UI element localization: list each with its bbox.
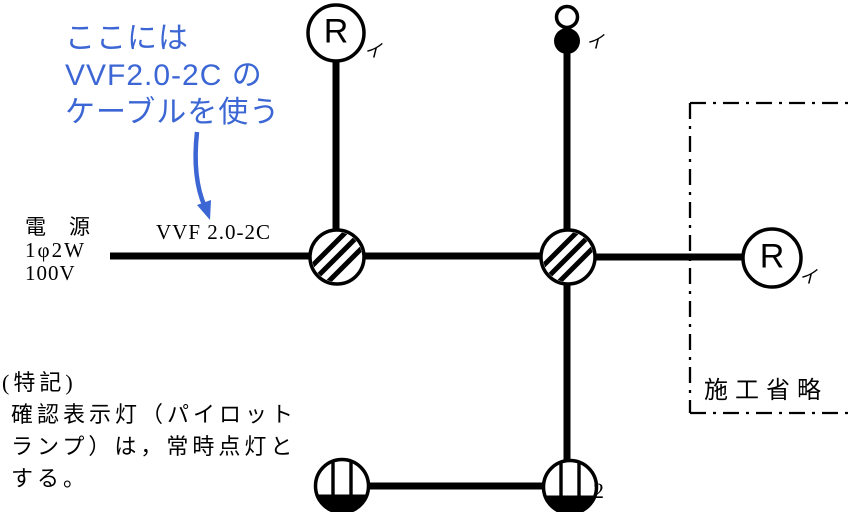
outlet-bottom-left-symbol <box>313 457 371 512</box>
lamp-receptacle-right-circle <box>741 227 803 289</box>
note-line-3: ケーブルを使う <box>65 96 281 129</box>
annotation-arrowhead <box>197 200 211 220</box>
power-phase-label: 1φ2W <box>25 238 86 262</box>
special-notes-line-3: する。 <box>11 466 90 491</box>
cable-instruction-note: ここには VVF2.0-2C の ケーブルを使う <box>65 20 280 131</box>
junction-box-right <box>539 228 597 286</box>
junction-box-left <box>308 228 366 286</box>
lamp-receptacle-right-switch-mark: イ <box>799 267 817 287</box>
power-voltage-label: 100V <box>25 261 76 285</box>
lamp-receptacle-top-letter: R <box>323 12 349 51</box>
ceiling-rosette-filled-circle <box>554 28 580 54</box>
power-source-label: 電 源 1φ2W 100V <box>25 216 91 285</box>
ceiling-rosette-open-circle <box>554 4 580 30</box>
special-notes-heading: (特記) <box>2 370 77 395</box>
cable-type-label: VVF 2.0-2C <box>156 220 272 244</box>
note-line-2: VVF2.0-2C の <box>65 59 263 92</box>
lamp-receptacle-right-letter: R <box>759 237 785 276</box>
junction-box-right-hatch <box>543 232 593 282</box>
lamp-receptacle-top-circle <box>306 3 366 63</box>
ceiling-rosette-symbol <box>554 4 580 54</box>
outlet-bottom-right-symbol <box>541 458 599 512</box>
special-notes: (特記) 確認表示灯（パイロット ランプ）は，常時点灯と する。 <box>2 367 297 495</box>
special-notes-line-2: ランプ）は，常時点灯と <box>11 434 297 459</box>
cables <box>110 50 746 490</box>
lamp-receptacle-top-switch-mark: イ <box>364 41 382 61</box>
annotation-arrow-shaft <box>193 131 208 208</box>
note-line-1: ここには <box>65 22 189 55</box>
special-notes-line-1: 確認表示灯（パイロット <box>11 402 298 427</box>
outlet-count-label: 2 <box>593 478 604 503</box>
power-source-name: 電 源 <box>25 215 91 239</box>
omission-box-label: 施工省略 <box>704 378 828 404</box>
annotation-arrow <box>193 131 211 220</box>
junction-box-left-hatch <box>312 232 362 282</box>
ceiling-rosette-switch-mark: イ <box>586 32 604 52</box>
